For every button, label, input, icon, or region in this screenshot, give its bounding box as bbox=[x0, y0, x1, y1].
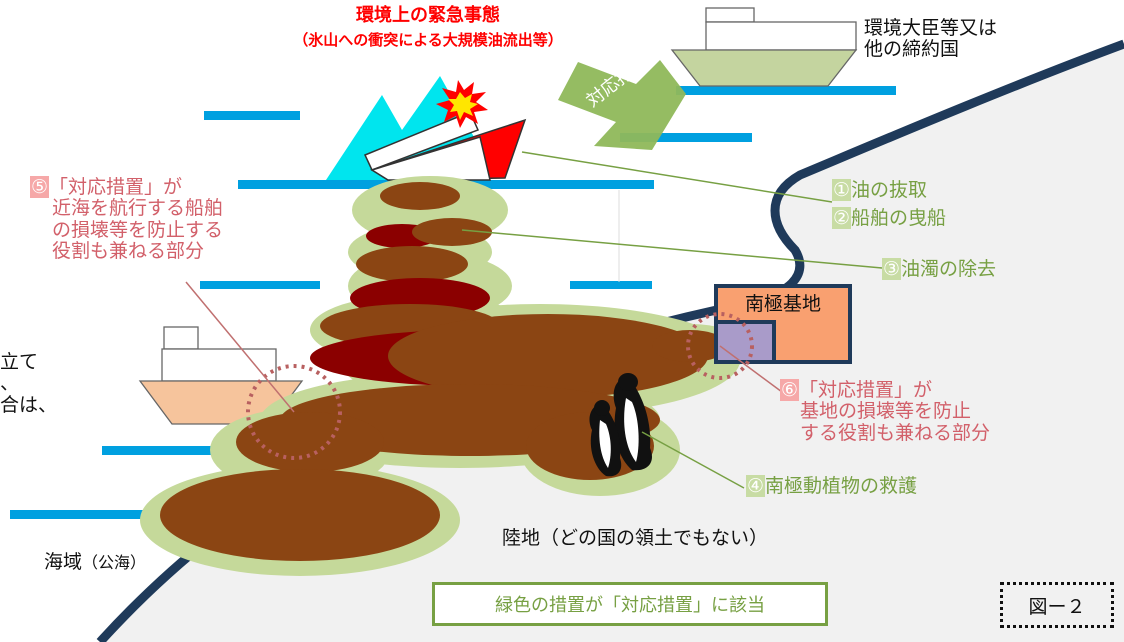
legend-text: 緑色の措置が「対応措置」に該当 bbox=[495, 595, 765, 616]
emergency-title-line1: 環境上の緊急事態 bbox=[356, 5, 500, 26]
note-5: ⑤「対応措置」が 近海を航行する船舶 の損壊等を防止する 役割も兼ねる部分 bbox=[30, 176, 224, 262]
partial-left-line1: 立て bbox=[0, 351, 39, 373]
response-arrow-icon bbox=[558, 60, 686, 150]
note-6-number: ⑥ bbox=[780, 379, 800, 401]
measure-2-number: ② bbox=[832, 207, 852, 229]
measure-3: ③油濁の除去 bbox=[882, 258, 997, 280]
emergency-title-line2: （氷山への衝突による大規模油流出等） bbox=[293, 31, 563, 50]
measure-3-text: 油濁の除去 bbox=[901, 258, 997, 280]
minister-label: 環境大臣等又は 他の締約国 bbox=[864, 17, 998, 61]
note5-dotted-circle bbox=[246, 364, 342, 460]
sea-label-note: （公海） bbox=[82, 553, 147, 572]
note-5-line3: の損壊等を防止する bbox=[52, 218, 224, 241]
partial-left-line3: 合は、 bbox=[0, 393, 58, 416]
note-5-number: ⑤ bbox=[30, 176, 50, 198]
legend-box: 緑色の措置が「対応措置」に該当 bbox=[432, 582, 828, 626]
note6-dotted-circle bbox=[686, 312, 754, 380]
note-6-line2: 基地の損壊等を防止 bbox=[800, 400, 972, 423]
land-label: 陸地（どの国の領土でもない） bbox=[502, 527, 769, 549]
oil-spill bbox=[160, 182, 728, 561]
note-5-line1: 「対応措置」が bbox=[49, 176, 183, 198]
measure-2: ②船舶の曳船 bbox=[832, 207, 947, 229]
note-6-line3: する役割も兼ねる部分 bbox=[800, 421, 991, 444]
sea-label-main: 海域 bbox=[44, 551, 83, 573]
emergency-title: 環境上の緊急事態 （氷山への衝突による大規模油流出等） bbox=[258, 5, 598, 50]
minister-label-line1: 環境大臣等又は bbox=[864, 17, 998, 39]
sea-label: 海域（公海） bbox=[44, 551, 147, 573]
note-6-line1: 「対応措置」が bbox=[799, 379, 933, 401]
measure-4-text: 南極動植物の救護 bbox=[765, 475, 918, 497]
measure-4-number: ④ bbox=[746, 475, 766, 497]
sinking-ship-icon bbox=[363, 111, 527, 181]
figure-label-box: 図ー２ bbox=[1000, 582, 1114, 628]
note-leader-lines bbox=[185, 281, 783, 413]
measure-2-text: 船舶の曳船 bbox=[851, 207, 947, 229]
measure-1-number: ① bbox=[832, 179, 852, 201]
minister-ship-icon bbox=[670, 7, 858, 87]
partial-left-text: 立て 、 合は、 bbox=[0, 351, 58, 416]
measure-1-text: 油の抜取 bbox=[851, 179, 928, 201]
explosion-icon bbox=[436, 80, 488, 128]
partial-left-line2: 、 bbox=[0, 372, 20, 395]
note-6: ⑥「対応措置」が 基地の損壊等を防止 する役割も兼ねる部分 bbox=[780, 379, 991, 444]
measure-3-number: ③ bbox=[882, 258, 902, 280]
measure-1: ①油の抜取 bbox=[832, 179, 928, 201]
antarctic-base bbox=[714, 284, 852, 364]
figure-label: 図ー２ bbox=[1028, 595, 1086, 618]
measure-leader-lines bbox=[461, 151, 883, 489]
penguin-icon bbox=[589, 373, 652, 477]
note-5-line4: 役割も兼ねる部分 bbox=[52, 239, 205, 262]
measure-4: ④南極動植物の救護 bbox=[746, 475, 918, 497]
minister-label-line2: 他の締約国 bbox=[864, 38, 960, 61]
antarctic-base-label: 南極基地 bbox=[744, 293, 821, 315]
note-5-line2: 近海を航行する船舶 bbox=[52, 197, 224, 220]
